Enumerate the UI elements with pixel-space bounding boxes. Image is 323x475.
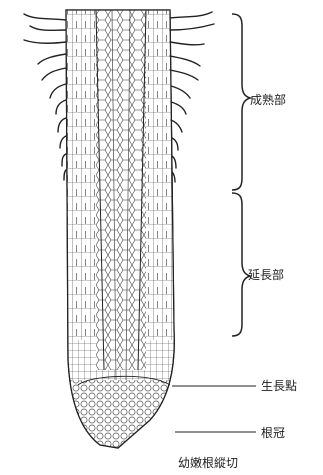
growing-point-label: 生長點 (261, 379, 297, 393)
root-cap-label: 根冠 (261, 426, 285, 440)
label-pointers (172, 386, 256, 432)
root-body (66, 10, 186, 460)
figure-caption: 幼嫩根縱切 (178, 456, 238, 470)
maturation-zone-label: 成熟部 (250, 93, 286, 107)
elongation-zone-brace (232, 193, 250, 336)
root-hairs-left (24, 14, 66, 180)
maturation-zone-brace (232, 14, 250, 190)
root-hairs-right (170, 12, 214, 182)
elongation-zone-label: 延長部 (248, 268, 284, 282)
